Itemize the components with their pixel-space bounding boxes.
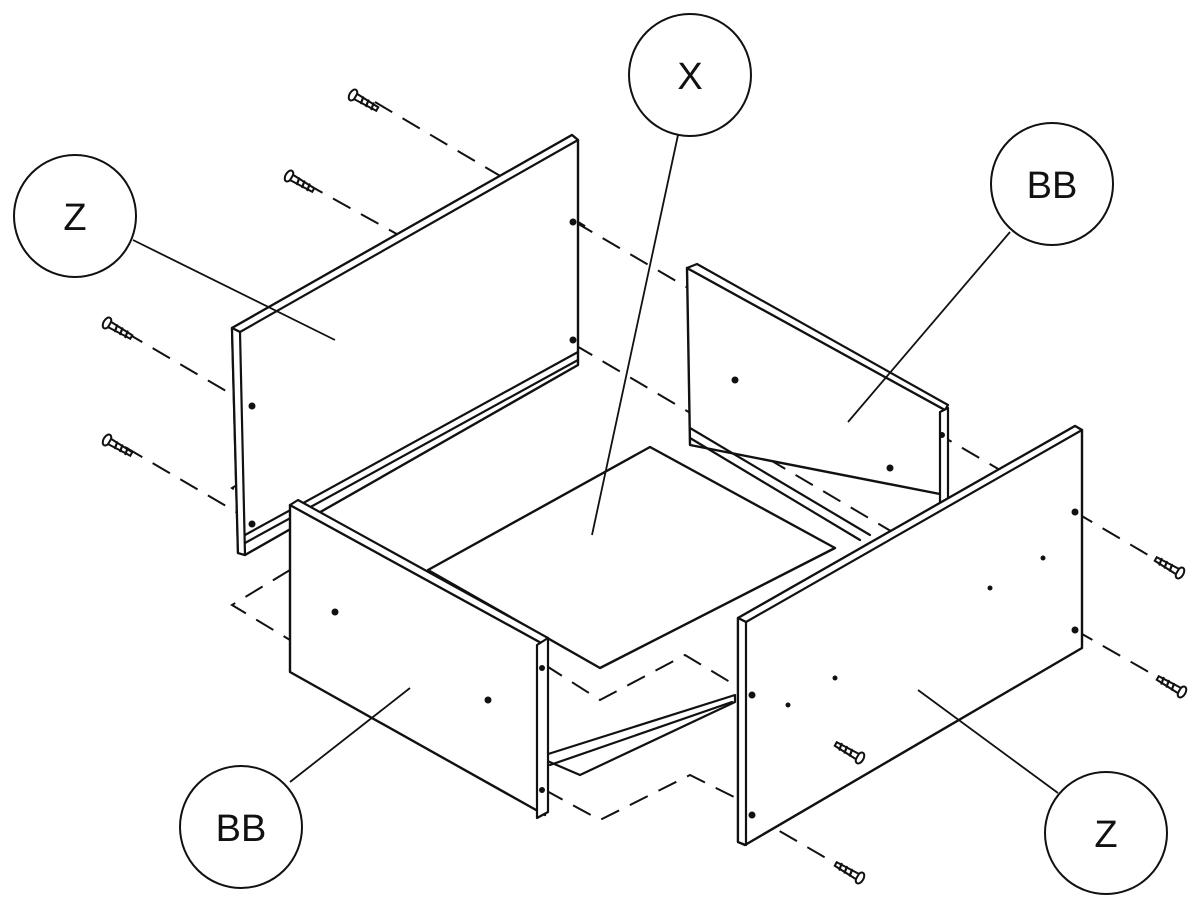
screws <box>101 88 1188 885</box>
panel-z-front-right-hole-7 <box>748 691 756 699</box>
panel-z-back-left-end-edge <box>230 326 247 557</box>
panel-bb-back-right-hole-1 <box>731 376 739 384</box>
panel-bb-back-right-top-edge <box>685 262 950 412</box>
panel-z-back-left-hole-3 <box>248 402 256 410</box>
screw-icon <box>283 169 316 194</box>
panel-z-front-right-hole-1 <box>1071 508 1079 516</box>
callout-z-right: Z <box>1044 771 1168 895</box>
leader-line-z-left <box>132 239 336 341</box>
panel-z-back-left-face <box>230 133 580 557</box>
panel-z-front-right <box>736 424 1084 847</box>
panel-bb-back-right-end-edge <box>938 406 950 507</box>
panel-z-back-left <box>230 133 580 557</box>
panel-x-bottom-edge <box>543 693 737 777</box>
panel-z-front-right-hole-6 <box>785 702 791 708</box>
leader-line-bb-left <box>289 687 411 783</box>
screw-icon <box>347 88 380 113</box>
panel-bb-front-left <box>288 498 550 820</box>
callout-z-right-label: Z <box>1094 814 1117 856</box>
panel-bb-front-left-hole-2 <box>484 696 492 704</box>
panel-z-front-right-hole-3 <box>1040 555 1046 561</box>
guide-line-right-screw-1 <box>1074 511 1161 563</box>
callout-bb-right-circle <box>990 122 1114 246</box>
panel-z-front-right-end-edge <box>736 616 748 847</box>
panel-bb-front-left-hole-3 <box>539 665 545 671</box>
guide-line-front-upper-step <box>544 653 741 702</box>
callout-x-circle <box>628 13 752 137</box>
callout-bb-right-label: BB <box>1027 165 1078 207</box>
screw-icon <box>833 860 866 885</box>
guide-line-bottom-left-step <box>230 569 291 641</box>
guide-line-right-screw-2 <box>1074 629 1169 684</box>
panel-x-bottom-edge-line <box>548 700 734 767</box>
panel-bb-front-left-hole-4 <box>539 787 545 793</box>
callout-z-left-circle <box>13 154 137 278</box>
callout-x: X <box>628 13 752 137</box>
callout-bb-left: BB <box>179 765 303 889</box>
panel-z-back-left-hole-2 <box>569 336 577 344</box>
panel-bb-front-left-hole-1 <box>331 608 339 616</box>
callout-z-left-label: Z <box>63 197 86 239</box>
callout-bb-left-circle <box>179 765 303 889</box>
panel-bb-back-right-groove-2 <box>688 436 862 542</box>
panel-z-front-right-hole-2 <box>1071 626 1079 634</box>
panel-bb-back-right <box>685 262 950 542</box>
panel-z-back-left-hole-1 <box>569 218 577 226</box>
screw-icon <box>101 316 134 341</box>
panel-z-back-left-hole-4 <box>248 520 256 528</box>
leader-line-z-right <box>917 689 1059 794</box>
leader-lines <box>132 134 1059 794</box>
panel-z-front-right-hole-4 <box>987 585 993 591</box>
callout-z-right-circle <box>1044 771 1168 895</box>
leader-line-x <box>591 134 679 536</box>
panel-z-front-right-hole-5 <box>832 675 838 681</box>
callout-x-label: X <box>677 56 702 98</box>
guide-line-left-screw-2 <box>124 446 251 521</box>
callout-z-left: Z <box>13 154 137 278</box>
leader-line-bb-right <box>847 231 1011 423</box>
callout-bb-left-label: BB <box>216 808 267 850</box>
screw-icon <box>1153 555 1186 580</box>
panel-bb-back-right-groove-1 <box>688 426 872 537</box>
guide-line-front-lower-step <box>544 773 741 822</box>
screw-icon <box>1155 674 1188 699</box>
screw-icon <box>833 740 866 765</box>
guide-line-upper-screw-1 <box>374 101 596 233</box>
callout-bb-right: BB <box>990 122 1114 246</box>
screw-icon <box>101 433 134 458</box>
panel-z-front-right-hole-8 <box>748 811 756 819</box>
panel-bb-back-right-hole-2 <box>886 464 894 472</box>
panel-bb-back-right-hole-3 <box>939 432 945 438</box>
panel-bb-front-left-end-edge <box>535 636 550 820</box>
guide-line-right-panel-top <box>574 221 1001 471</box>
